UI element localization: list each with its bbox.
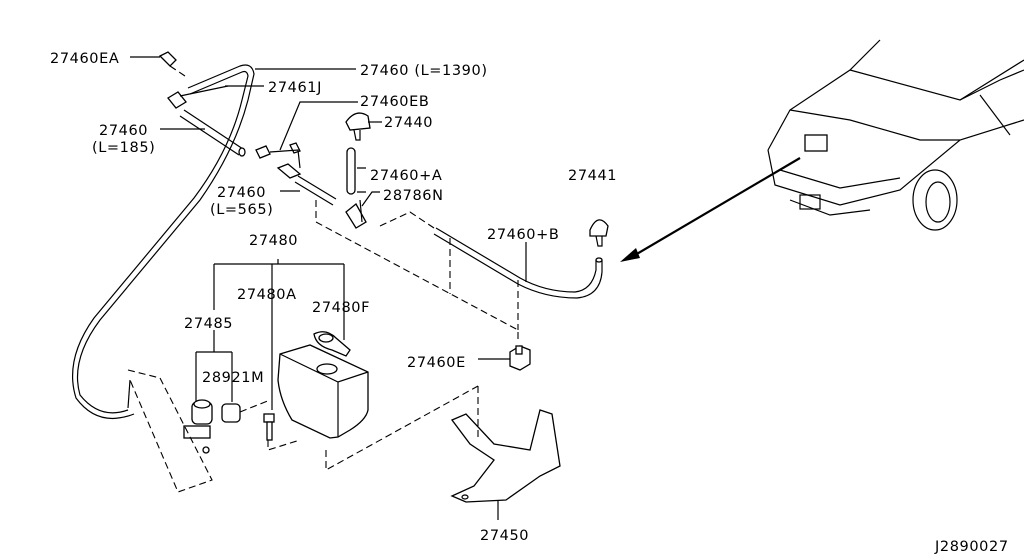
assembly-dashed-lines xyxy=(127,65,519,493)
bolt-27480a[interactable] xyxy=(263,413,275,441)
nozzle-27441[interactable] xyxy=(589,219,609,247)
label-27460-l1390: 27460 (L=1390) xyxy=(360,63,488,79)
diagram-code: J2890027 xyxy=(934,539,1009,555)
hose-27461j[interactable] xyxy=(167,85,229,109)
washer-tank-27480[interactable] xyxy=(277,344,369,439)
label-27460ea: 27460EA xyxy=(50,51,119,67)
valve-28786n[interactable] xyxy=(345,199,367,229)
nozzle-27440[interactable] xyxy=(345,112,371,141)
bracket-27450[interactable] xyxy=(450,409,561,503)
hose-27460-plus-a[interactable] xyxy=(346,147,356,195)
label-27460-plus-b: 27460+B xyxy=(487,227,559,243)
clip-27460e[interactable] xyxy=(509,345,531,371)
label-27485: 27485 xyxy=(184,316,233,332)
location-arrow xyxy=(620,157,801,262)
label-28786n: 28786N xyxy=(383,188,444,204)
label-27460-l185: 27460 xyxy=(99,123,148,139)
cap-27480f[interactable] xyxy=(313,331,351,357)
hose-27460-l185[interactable] xyxy=(179,109,246,157)
label-27480a: 27480A xyxy=(237,287,297,303)
label-27461j: 27461J xyxy=(268,80,322,96)
clip-27460ea[interactable] xyxy=(158,51,177,67)
joint-27461j[interactable] xyxy=(255,142,302,179)
pump-27485[interactable] xyxy=(183,399,213,454)
label-27450: 27450 xyxy=(480,528,529,544)
hose-27460-l565[interactable] xyxy=(294,175,337,206)
label-27460-l565-length: (L=565) xyxy=(210,202,273,218)
leader-lines xyxy=(130,56,527,520)
label-27460-l185-length: (L=185) xyxy=(92,140,155,156)
label-27460-plus-a: 27460+A xyxy=(370,168,442,184)
washer-tank-location xyxy=(804,134,828,152)
label-27460e: 27460E xyxy=(407,355,466,371)
label-27480f: 27480F xyxy=(312,300,370,316)
label-27460-l565: 27460 xyxy=(217,185,266,201)
label-27480: 27480 xyxy=(249,233,298,249)
label-27440: 27440 xyxy=(384,115,433,131)
label-27441: 27441 xyxy=(568,168,617,184)
label-28921m: 28921M xyxy=(202,370,264,386)
label-27460eb: 27460EB xyxy=(360,94,429,110)
car-illustration xyxy=(767,39,1024,231)
hose-27460-l1390[interactable] xyxy=(71,64,255,420)
grommet-28921m[interactable] xyxy=(221,403,241,423)
hose-27460-plus-b[interactable] xyxy=(433,227,603,299)
